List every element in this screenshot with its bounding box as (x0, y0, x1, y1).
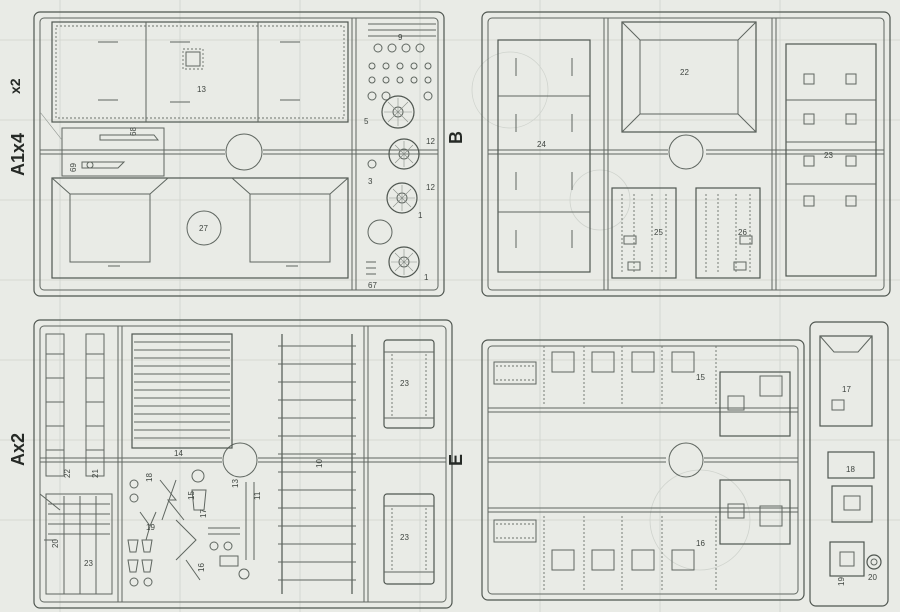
part-number: 22 (680, 68, 689, 77)
part-number: 17 (842, 385, 851, 394)
sprue-b-part-22: 22 (621, 21, 757, 133)
sprue-e-upper-panels: 15 (493, 346, 791, 437)
part-number: 12 (426, 183, 435, 192)
part-number: 22 (63, 469, 72, 478)
sprue-label-a1-multiplier: x2 (7, 78, 23, 94)
sprue-b-frame (481, 11, 891, 297)
part-number: 13 (231, 479, 240, 488)
part-number: 10 (315, 459, 324, 468)
part-number: 16 (197, 563, 206, 572)
part-number: 18 (145, 473, 154, 482)
part-number: 68 (129, 127, 138, 136)
sprue-a-ladder: 10 (278, 334, 356, 594)
part-number: 23 (84, 559, 93, 568)
sprue-a1-floor-panel: 27 (51, 177, 349, 279)
sprue-label-a1: A1x4 (8, 133, 28, 176)
sprue-e-lower-panels: 16 (493, 479, 791, 590)
sprue-label-a: Ax2 (8, 433, 28, 466)
part-number: 3 (368, 177, 373, 186)
sprue-a-part-23-upper: 23 (383, 339, 435, 429)
part-number: 19 (146, 523, 155, 532)
sprue-a-rails: 22 21 (45, 333, 105, 478)
part-number: 15 (696, 373, 705, 382)
sprue-b-part-26: 26 (695, 187, 761, 279)
part-number: 21 (91, 469, 100, 478)
part-number: 23 (400, 379, 409, 388)
sprue-a1-side-strip: 68 69 (39, 111, 165, 177)
sprue-a-part-23-lower: 23 (383, 493, 435, 585)
sprue-a-small-parts: 18 15 17 19 16 13 11 (127, 469, 262, 587)
part-number: 25 (654, 228, 663, 237)
sprue-a-frame (33, 319, 453, 609)
part-number: 18 (846, 465, 855, 474)
part-number: 20 (868, 573, 877, 582)
part-number: 1 (418, 211, 423, 220)
sprue-a1-small-parts-column: 9 5 12 3 12 1 1 67 (364, 23, 436, 290)
part-number: 11 (253, 491, 262, 500)
part-number: 14 (174, 449, 183, 458)
sprue-b-part-24: 24 (497, 39, 591, 273)
part-number: 26 (738, 228, 747, 237)
part-number: 15 (187, 491, 196, 500)
part-number: 16 (696, 539, 705, 548)
part-number: 17 (199, 509, 208, 518)
part-number: 9 (398, 33, 403, 42)
sprue-b-part-25: 25 (611, 187, 677, 279)
part-number: 13 (197, 85, 206, 94)
part-number: 23 (400, 533, 409, 542)
part-number: 27 (199, 224, 208, 233)
sprue-a-part-23-box: 23 20 (39, 493, 113, 595)
part-number: 19 (837, 577, 846, 586)
part-number: 20 (51, 539, 60, 548)
sprue-e-frame (481, 321, 889, 607)
sprue-a1-roof-panel: 13 (51, 21, 349, 123)
part-number: 12 (426, 137, 435, 146)
sprue-a1-frame (33, 11, 445, 297)
part-number: 23 (824, 151, 833, 160)
part-number: 67 (368, 281, 377, 290)
part-number: 1 (424, 273, 429, 282)
sprue-b-part-23: 23 (785, 43, 877, 277)
part-number: 5 (364, 117, 369, 126)
sprue-a-grille: 14 (131, 333, 233, 458)
sprue-e-side-parts: 17 18 19 20 (819, 335, 882, 586)
part-number: 69 (69, 163, 78, 172)
sprue-label-e: E (446, 454, 466, 466)
part-number: 24 (537, 140, 546, 149)
sprue-label-b: B (446, 131, 466, 144)
